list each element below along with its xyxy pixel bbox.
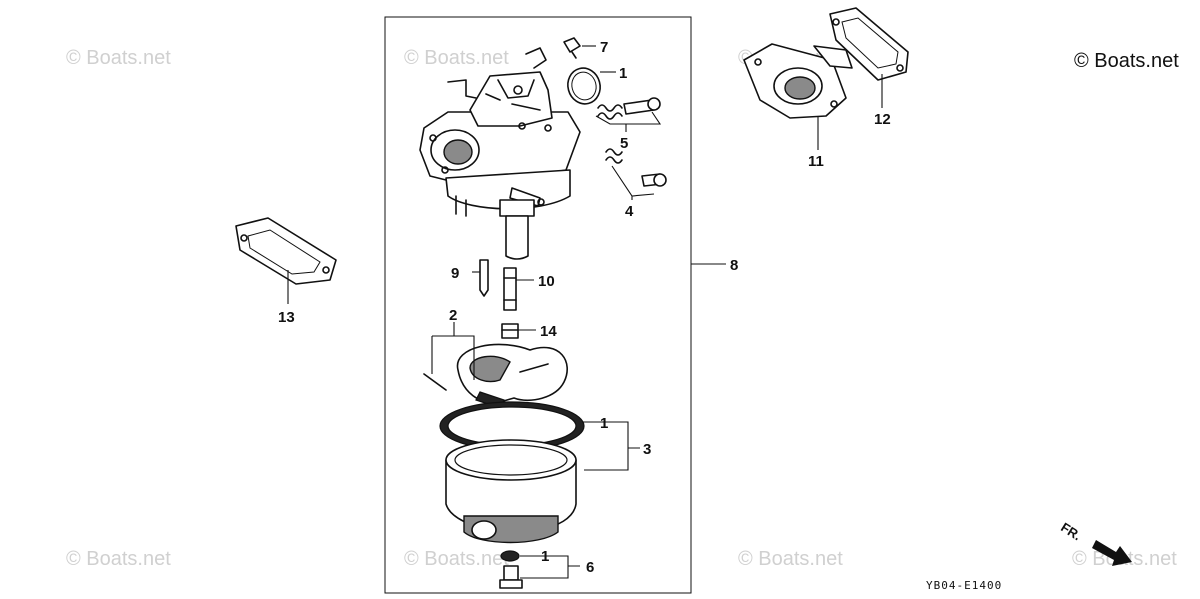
diagram-code: YB04-E1400	[926, 579, 1002, 592]
part-14-main-jet	[501, 323, 519, 339]
part-4-screw-spring	[605, 148, 667, 187]
part-3-float-bowl	[445, 439, 577, 544]
callout-6: 6	[586, 559, 594, 576]
callout-3: 3	[643, 441, 651, 458]
callout-7: 7	[600, 39, 608, 56]
callout-2: 2	[449, 307, 457, 324]
callout-12: 12	[874, 111, 891, 128]
watermark-bottom-center: © Boats.net	[404, 548, 509, 570]
part-6-drain-bolt	[499, 550, 523, 589]
part-1-o-ring-top	[567, 67, 601, 105]
front-direction-label: FR.	[1058, 519, 1084, 543]
callout-9: 9	[451, 265, 459, 282]
callout-13: 13	[278, 309, 295, 326]
callout-1-drain: 1	[541, 548, 549, 565]
part-5-screw-spring	[597, 97, 661, 120]
watermark-top-right: © Boats.net	[1074, 50, 1179, 72]
part-10-jet-tube	[503, 267, 517, 311]
watermark-top-left: © Boats.net	[66, 47, 171, 69]
part-12-gasket	[829, 7, 909, 81]
callout-1-bowl: 1	[600, 415, 608, 432]
part-7-screw	[563, 37, 581, 59]
leader-lines	[287, 45, 883, 579]
callout-1-top: 1	[619, 65, 627, 82]
part-2-float	[423, 343, 568, 409]
watermark-top-center: © Boats.net	[404, 47, 509, 69]
part-13-gasket	[235, 217, 337, 285]
callout-5: 5	[620, 135, 628, 152]
carburetor-body	[419, 47, 581, 260]
watermark-bottom-left: © Boats.net	[66, 548, 171, 570]
callout-10: 10	[538, 273, 555, 290]
assembly-frame	[384, 16, 692, 594]
callout-11: 11	[808, 153, 824, 170]
front-arrow-icon	[1092, 540, 1132, 566]
callout-14: 14	[540, 323, 557, 340]
callout-4: 4	[625, 203, 634, 220]
callout-8: 8	[730, 257, 738, 274]
part-11-insulator	[743, 43, 853, 119]
watermark-bottom-mid: © Boats.net	[738, 548, 843, 570]
part-9-needle	[479, 259, 489, 297]
